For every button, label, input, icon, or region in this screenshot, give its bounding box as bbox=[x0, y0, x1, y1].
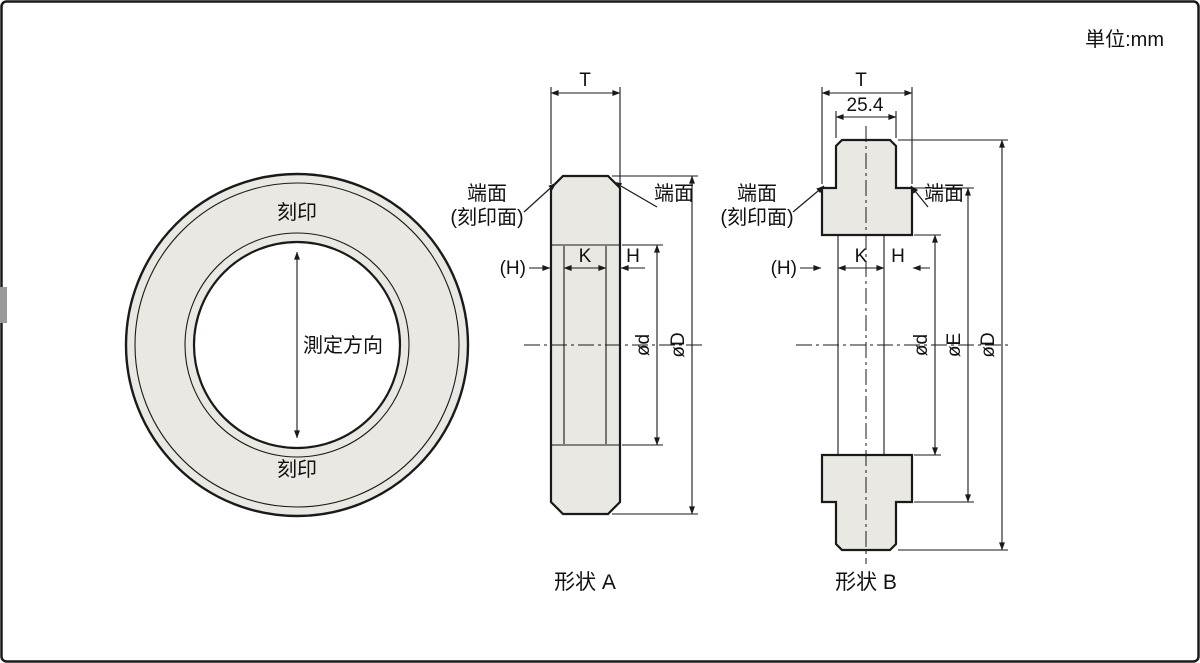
shape-b-end-face-right-label: 端面 bbox=[924, 182, 964, 205]
shape-a-caption: 形状 A bbox=[554, 571, 616, 594]
shape-b-dim-T-label: T bbox=[855, 70, 867, 91]
shape-b-dim-D: øD bbox=[898, 139, 1008, 551]
ring-bore-chamfer-circle bbox=[184, 232, 410, 458]
shape-a-end-face-left-line1: 端面 bbox=[467, 182, 507, 205]
shape-a-end-face-right-label: 端面 bbox=[654, 182, 694, 205]
shape-a-view: T (H) K H ød øD 端面 (刻印面) bbox=[450, 70, 702, 594]
shape-a-end-face-right: 端面 bbox=[613, 181, 694, 208]
shape-b-dim-25-4: 25.4 bbox=[835, 95, 897, 138]
shape-b-dim-D-label: øD bbox=[978, 332, 999, 357]
shape-a-dim-D: øD bbox=[612, 175, 698, 515]
left-edge-tab bbox=[0, 287, 7, 323]
shape-a-end-face-left-line2: (刻印面) bbox=[450, 206, 523, 229]
shape-a-dim-D-label: øD bbox=[668, 332, 689, 357]
shape-b-end-face-left-line2: (刻印面) bbox=[720, 206, 793, 229]
shape-b-outline-top bbox=[820, 138, 914, 237]
shape-a-dim-K-label: K bbox=[579, 246, 592, 267]
shape-b-outline-bottom bbox=[820, 453, 914, 552]
engraving-label-bottom: 刻印 bbox=[277, 458, 317, 481]
shape-b-dim-d-label: ød bbox=[911, 334, 932, 356]
shape-a-dim-d-label: ød bbox=[633, 334, 654, 356]
shape-a-end-face-left: 端面 (刻印面) bbox=[450, 182, 557, 229]
shape-b-dim-K-label: K bbox=[855, 246, 868, 267]
shape-b-dim-E: øE bbox=[914, 187, 974, 503]
shape-b-dim-25-4-label: 25.4 bbox=[847, 95, 884, 116]
shape-b-dim-H-label: H bbox=[891, 246, 905, 267]
shape-b-dim-d: ød bbox=[911, 234, 941, 456]
shape-b-dim-E-label: øE bbox=[944, 333, 965, 357]
ring-outer-chamfer-circle bbox=[134, 182, 460, 508]
shape-a-dim-d: ød bbox=[622, 244, 663, 446]
shape-a-dim-T: T bbox=[550, 70, 621, 184]
shape-b-end-face-left: 端面 (刻印面) bbox=[720, 182, 825, 229]
shape-b-caption: 形状 B bbox=[835, 571, 897, 594]
units-label: 単位:mm bbox=[1085, 28, 1164, 51]
shape-b-end-face-left-line1: 端面 bbox=[737, 182, 777, 205]
measure-direction-label: 測定方向 bbox=[303, 334, 383, 357]
shape-a-dim-KH: (H) K H bbox=[500, 246, 645, 279]
shape-b-view: T 25.4 (H) K H ød bbox=[720, 70, 1012, 594]
shape-b-dim-KH: (H) K H bbox=[771, 246, 930, 279]
shape-a-dim-Href-label: (H) bbox=[500, 258, 526, 279]
shape-b-end-face-right: 端面 bbox=[910, 182, 964, 208]
shape-a-dim-H-label: H bbox=[626, 246, 640, 267]
shape-a-dim-T-label: T bbox=[579, 70, 591, 91]
shape-b-dim-T: T bbox=[821, 70, 913, 184]
ring-front-view: 刻印 刻印 測定方向 bbox=[124, 172, 470, 518]
engraving-label-top: 刻印 bbox=[277, 201, 317, 224]
shape-b-dim-Href-label: (H) bbox=[771, 258, 797, 279]
